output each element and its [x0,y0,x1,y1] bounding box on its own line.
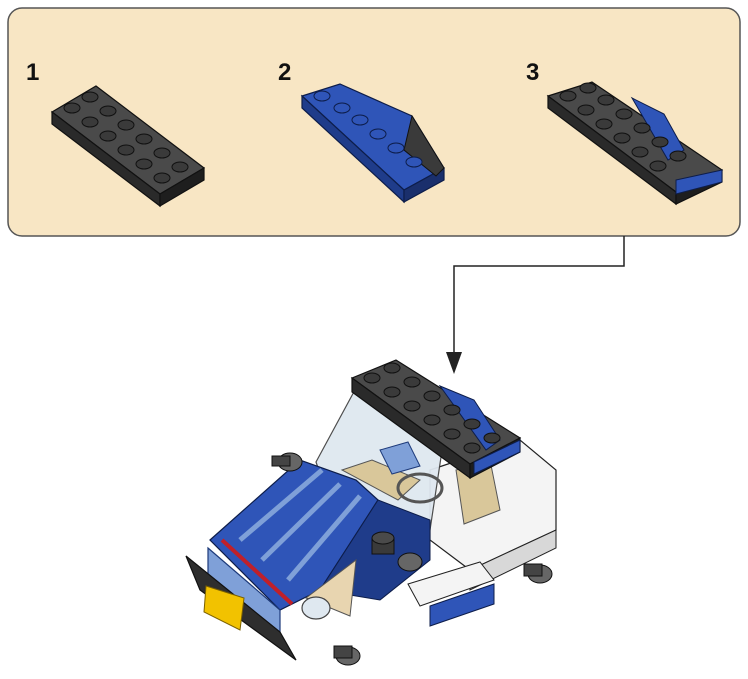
step-number-3: 3 [526,59,539,86]
step-number-2: 2 [278,59,291,86]
placement-arrow [446,236,625,374]
step-2-blue-wedge [300,83,445,204]
step-1-black-plate [50,85,206,208]
step-number-1: 1 [26,59,39,86]
car-model [185,359,557,666]
step-3-plate-assembly [546,81,724,206]
